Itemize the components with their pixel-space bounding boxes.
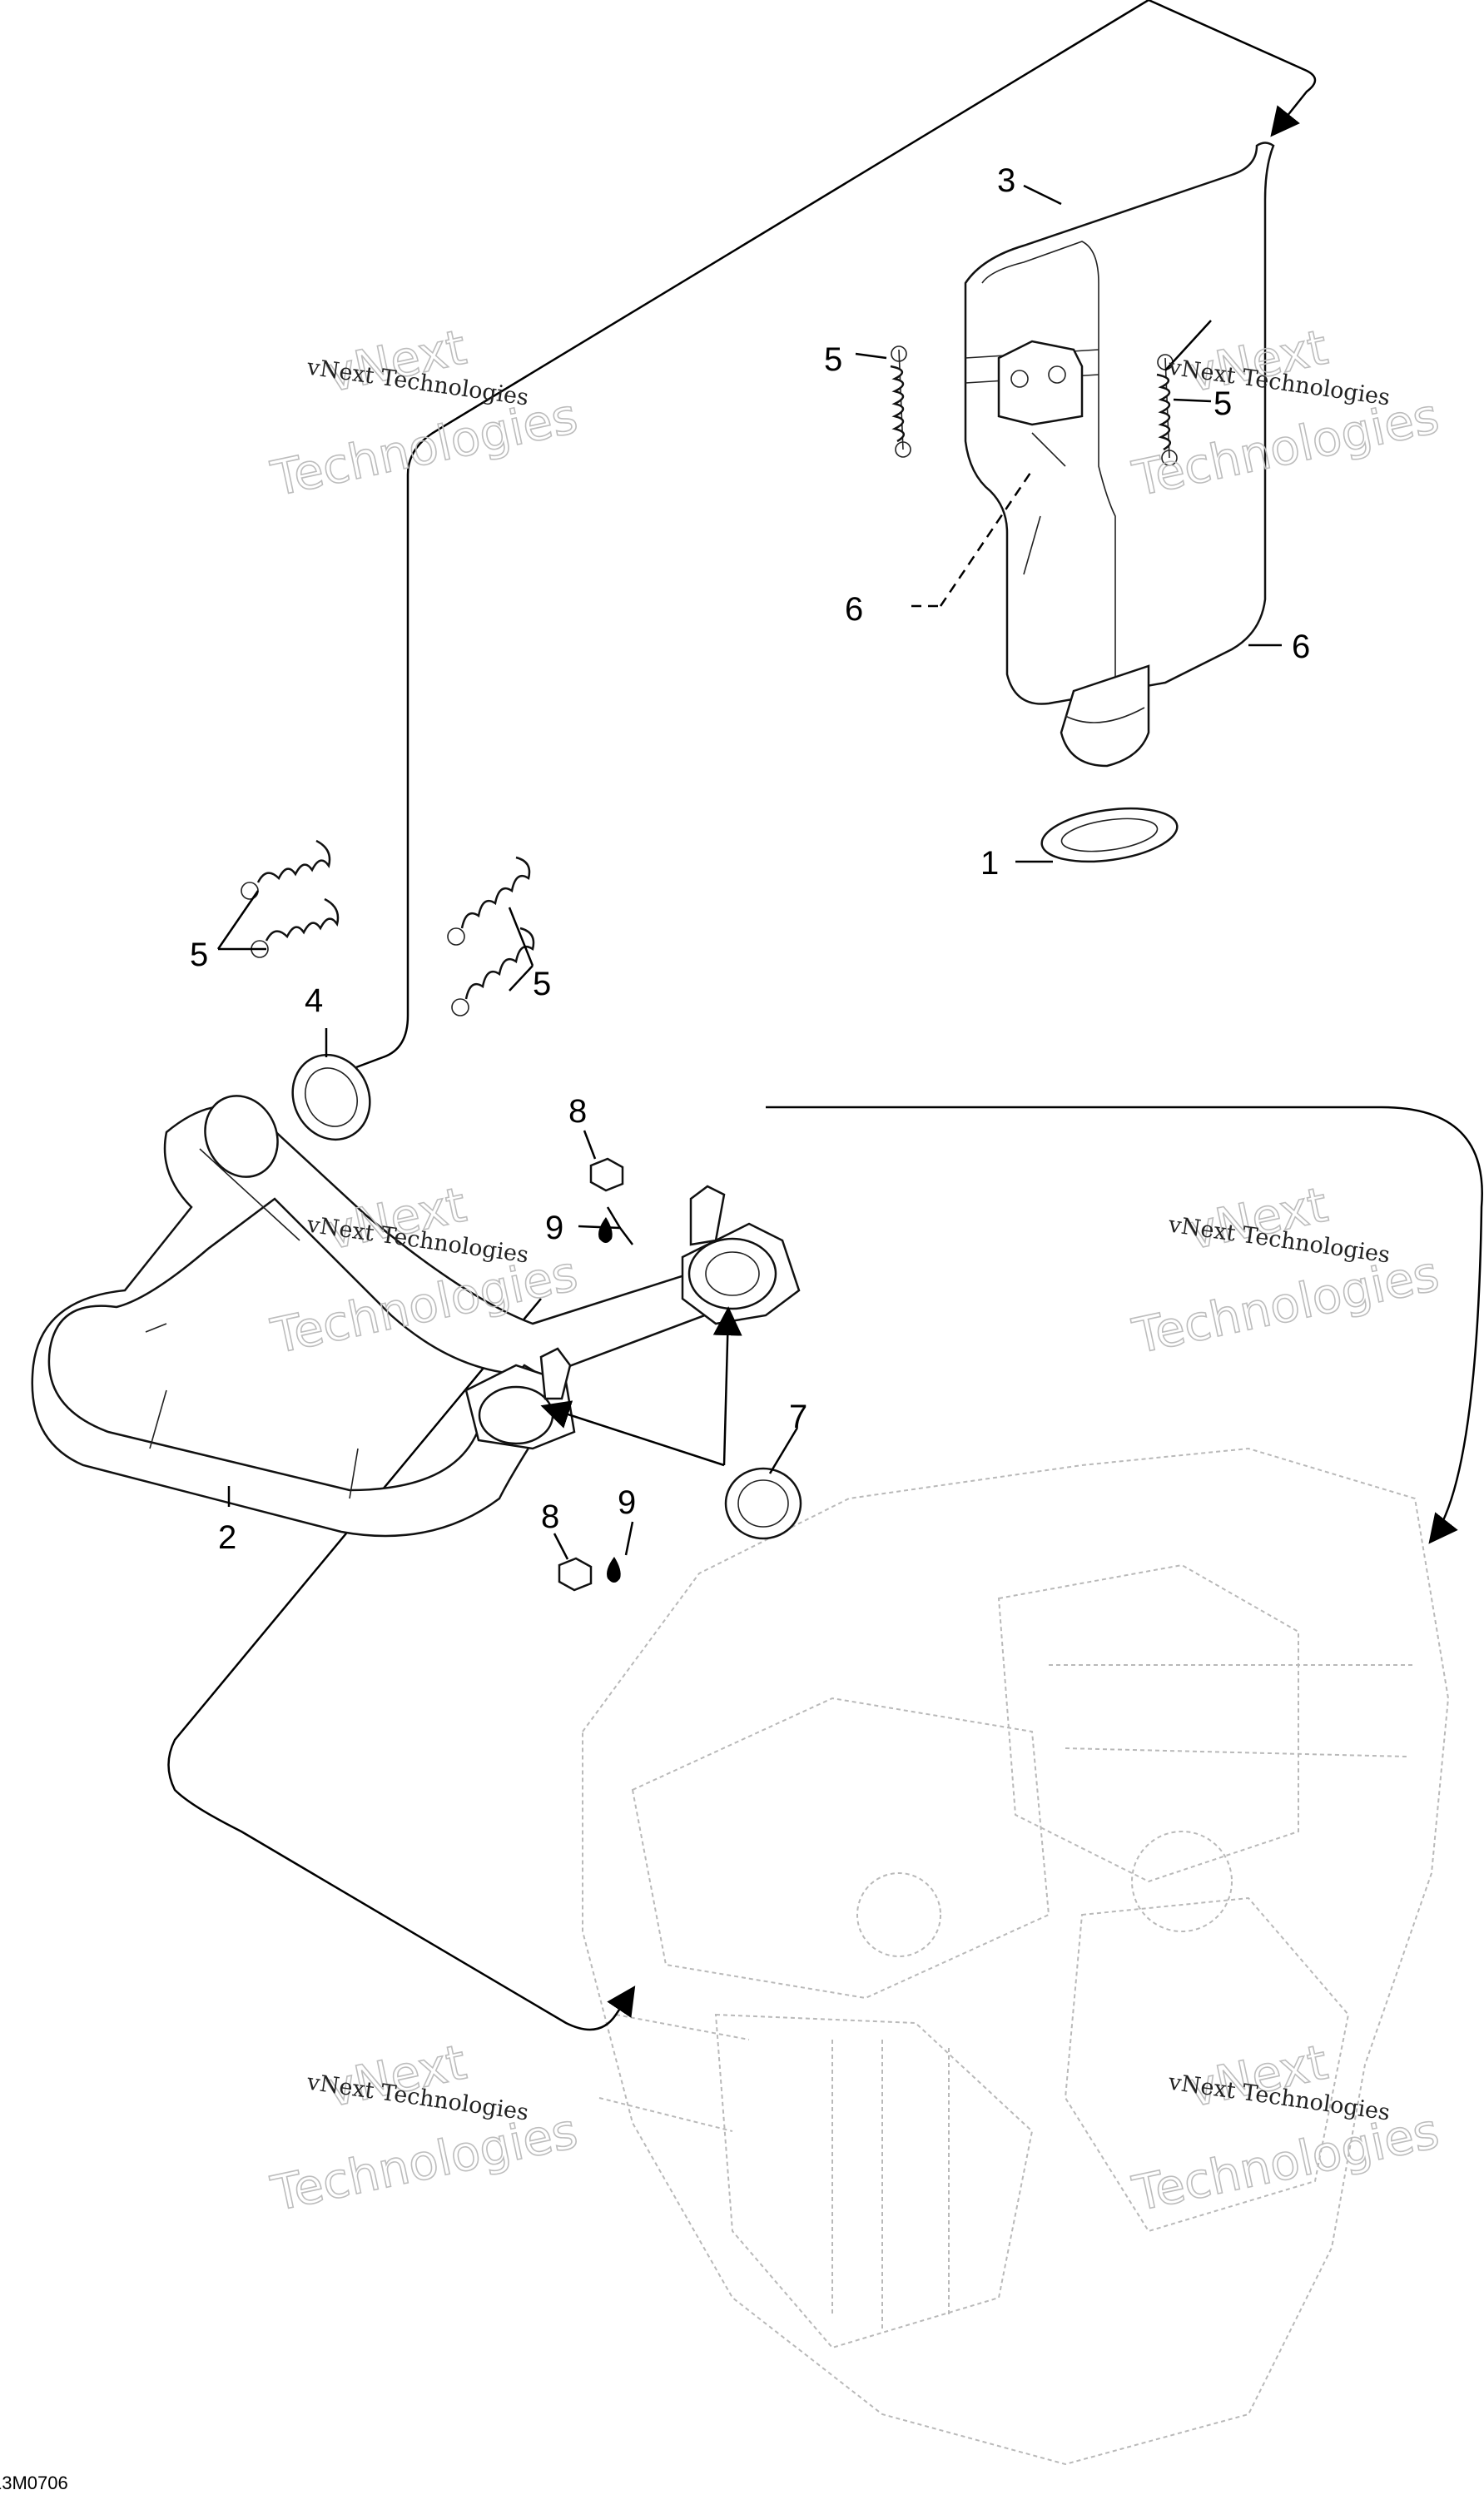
svg-text:Technologies: Technologies [266,2102,583,2222]
seal-part-4 [291,1053,371,1141]
outlet-gasket-part-1 [1040,807,1179,863]
callout-5b: 5 [1214,385,1232,422]
callout-6a: 6 [845,591,863,628]
assembly-leader-engine-right [766,1106,1483,1544]
callout-5d: 5 [533,966,551,1002]
nut-part-8-upper [589,1157,624,1192]
svg-text:Technologies: Technologies [266,387,583,507]
callout-leaders [216,184,1282,1560]
muffler-spring-left [890,345,911,458]
washer-part-9-upper [598,1217,613,1243]
pipe-spring-right-upper [447,856,531,946]
drawing-code: 13M0706 [0,2473,68,2493]
watermark-6: vNext Technologies vNext Technologies [1127,2033,1444,2223]
assembly-leader-muffler [1148,0,1317,137]
callout-6b: 6 [1292,629,1310,665]
exhaust-pipe-part-2 [31,1095,801,1538]
callout-3: 3 [997,162,1015,199]
assembly-leader-engine-left [167,1298,636,2031]
pipe-spring-right-lower [451,927,535,1016]
muffler-part-3 [964,142,1275,768]
svg-text:Technologies: Technologies [1128,1245,1444,1364]
svg-text:Technologies: Technologies [1128,2102,1444,2222]
callout-2: 2 [218,1519,236,1556]
engine-outline [582,1447,1450,2466]
watermark-4: vNext Technologies vNext Technologies [1127,1175,1444,1365]
callout-8a: 8 [568,1093,587,1130]
assembly-leader-outer [349,0,1149,1071]
callout-5a: 5 [824,341,842,378]
callout-1: 1 [980,845,999,882]
callout-9a: 9 [545,1210,563,1246]
watermark-1: vNext Technologies vNext Technologies [266,318,583,508]
watermark-5: vNext Technologies vNext Technologies [266,2033,583,2223]
nut-part-8-lower [558,1557,593,1592]
gasket-part-7 [724,1467,802,1540]
washer-part-9-lower [607,1557,621,1583]
callout-4: 4 [305,982,323,1019]
pipe-spring-left-upper [241,839,331,900]
callout-7: 7 [789,1399,807,1435]
callout-5c: 5 [190,937,208,973]
callout-8b: 8 [541,1498,559,1535]
callout-9b: 9 [618,1484,636,1521]
